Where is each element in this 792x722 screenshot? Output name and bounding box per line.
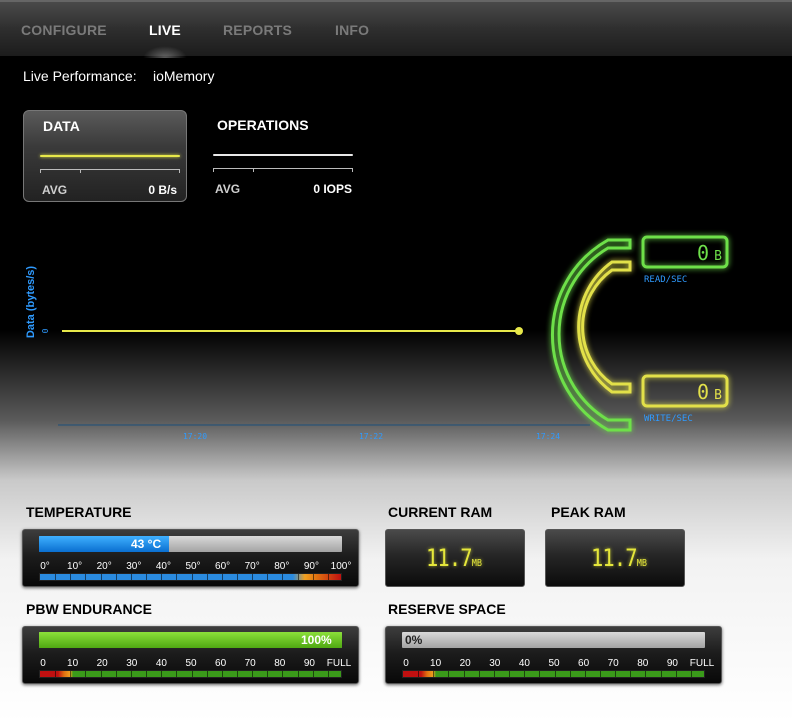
operations-avg-value: 0 IOPS [313, 182, 352, 196]
current-ram-display: 11.7MB [385, 529, 525, 587]
write-value: 0 [697, 380, 709, 404]
scale-label: 40 [155, 658, 167, 669]
scale-label: 0 [403, 658, 409, 669]
pbw-endurance-color-bar [39, 670, 342, 678]
scale-label: 60 [215, 658, 227, 669]
tab-configure[interactable]: CONFIGURE [21, 22, 107, 38]
device-name: ioMemory [153, 68, 215, 84]
current-ram-title: CURRENT RAM [388, 504, 493, 520]
scale-label: 40 [518, 658, 530, 669]
scale-label: 50° [185, 561, 201, 572]
scale-label: 80° [274, 561, 290, 572]
pbw-endurance-title: PBW ENDURANCE [26, 601, 152, 617]
operations-avg-label: AVG [215, 182, 241, 196]
peak-ram-display: 11.7MB [545, 529, 685, 587]
throughput-gauge [551, 235, 729, 432]
scale-label: 20 [459, 658, 471, 669]
operations-metric-card[interactable]: OPERATIONS AVG 0 IOPS [197, 110, 361, 202]
operations-metric-title: OPERATIONS [217, 117, 309, 133]
temperature-value: 43 °C [131, 537, 162, 551]
reserve-space-gauge: 0% 0 10 20 30 40 50 60 70 80 90 FULL [385, 626, 722, 684]
temperature-scale: 0° 10° 20° 30° 40° 50° 60° 70° 80° 90° 100° [40, 561, 351, 573]
reserve-space-title: RESERVE SPACE [388, 601, 506, 617]
temperature-gauge: 43 °C 0° 10° 20° 30° 40° 50° 60° 70° 80° 90° 100° [22, 529, 359, 587]
read-readout-box [641, 235, 729, 269]
read-arc [551, 238, 632, 432]
scale-label: 70° [244, 561, 260, 572]
temperature-color-bar [39, 573, 342, 581]
scale-label: 0° [40, 561, 50, 572]
scale-label: 0 [40, 658, 46, 669]
data-metric-card[interactable]: DATA AVG 0 B/s [23, 110, 187, 202]
live-data-chart: Data (bytes/s) 0 17:20 17:22 17:24 0 B REA… [25, 235, 729, 441]
pbw-endurance-gauge: 100% 0 10 20 30 40 50 60 70 80 90 FULL [22, 626, 359, 684]
read-value: 0 [697, 241, 709, 265]
scale-label: 80 [274, 658, 286, 669]
y-axis-label: Data (bytes/s) [25, 266, 37, 338]
temperature-title: TEMPERATURE [26, 504, 132, 520]
data-avg-value: 0 B/s [148, 183, 177, 197]
scale-label: 90 [666, 658, 678, 669]
scale-label: FULL [689, 658, 715, 669]
scale-label: 40° [155, 561, 171, 572]
pbw-endurance-scale: 0 10 20 30 40 50 60 70 80 90 FULL [40, 658, 351, 670]
tab-info[interactable]: INFO [335, 22, 370, 38]
scale-label: 100° [330, 561, 352, 572]
reserve-space-color-bar [402, 670, 705, 678]
scale-label: 30 [489, 658, 501, 669]
scale-label: 80 [637, 658, 649, 669]
reserve-space-value: 0% [405, 633, 423, 647]
scale-label: 60° [215, 561, 231, 572]
y-tick-label: 0 [41, 328, 50, 333]
pbw-endurance-value: 100% [301, 633, 332, 647]
top-nav: CONFIGURE LIVE REPORTS INFO [0, 0, 792, 58]
x-tick-label: 17:22 [359, 432, 383, 441]
scale-label: 20° [96, 561, 112, 572]
scale-label: 70 [244, 658, 256, 669]
tab-live[interactable]: LIVE [143, 22, 187, 58]
write-arc [577, 260, 632, 394]
read-label: READ/SEC [644, 275, 687, 285]
scale-label: 10 [67, 658, 79, 669]
scale-label: 50 [548, 658, 560, 669]
current-ram-value: 11.7 [426, 544, 473, 572]
write-unit: B [714, 388, 722, 403]
data-sparkline [40, 155, 180, 177]
scale-label: FULL [326, 658, 352, 669]
scale-label: 60 [578, 658, 590, 669]
read-unit: B [714, 249, 722, 264]
scale-label: 90 [303, 658, 315, 669]
peak-ram-title: PEAK RAM [551, 504, 626, 520]
scale-label: 20 [96, 658, 108, 669]
live-performance-label: Live Performance: [23, 68, 137, 84]
peak-ram-unit: MB [636, 558, 647, 569]
write-label: WRITE/SEC [644, 414, 693, 424]
scale-label: 70 [607, 658, 619, 669]
data-metric-title: DATA [43, 118, 80, 134]
reserve-space-scale: 0 10 20 30 40 50 60 70 80 90 FULL [403, 658, 714, 670]
data-series-endpoint [515, 327, 523, 335]
scale-label: 10 [430, 658, 442, 669]
scale-label: 30° [126, 561, 142, 572]
operations-sparkline [213, 154, 353, 176]
tab-reports[interactable]: REPORTS [223, 22, 293, 38]
write-readout-box [641, 374, 729, 408]
data-avg-label: AVG [42, 183, 68, 197]
scale-label: 10° [67, 561, 83, 572]
peak-ram-value: 11.7 [591, 544, 638, 572]
scale-label: 50 [185, 658, 197, 669]
x-tick-label: 17:24 [536, 432, 560, 441]
scale-label: 90° [303, 561, 319, 572]
x-tick-label: 17:20 [183, 432, 207, 441]
pbw-endurance-fill [39, 632, 342, 648]
scale-label: 30 [126, 658, 138, 669]
temperature-fill [39, 536, 170, 552]
current-ram-unit: MB [471, 558, 482, 569]
